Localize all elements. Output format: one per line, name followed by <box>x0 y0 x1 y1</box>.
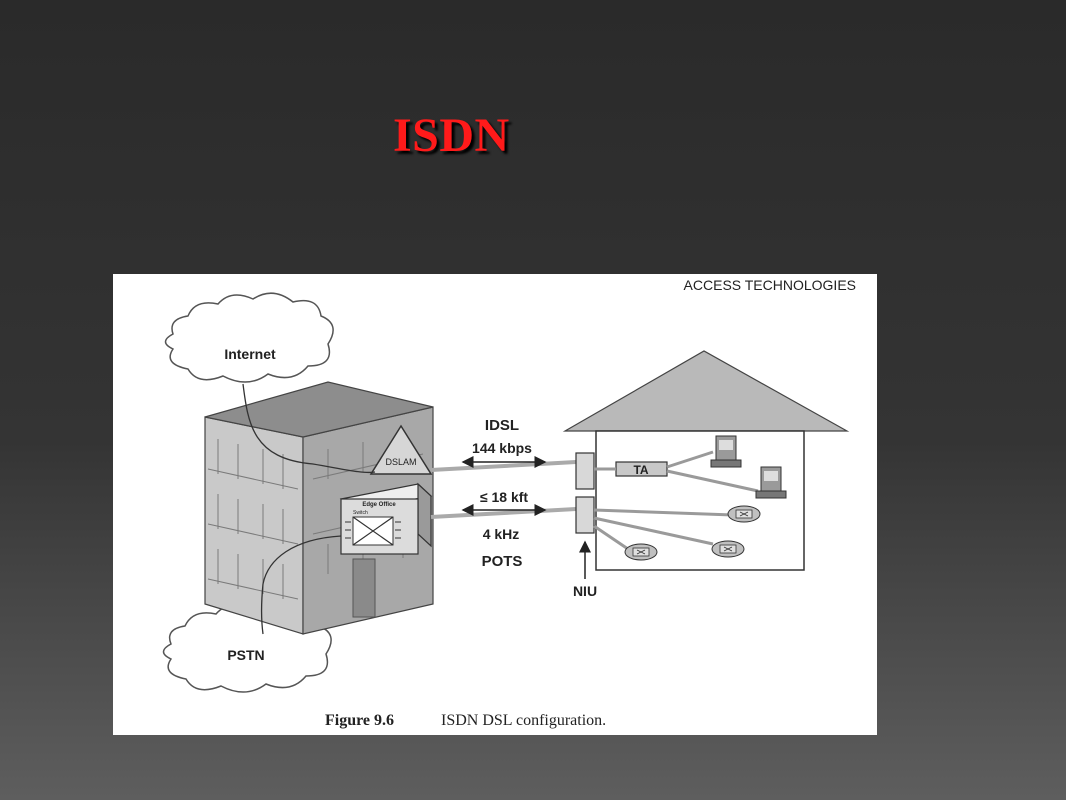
rate-label: 144 kbps <box>472 440 532 456</box>
internet-wire <box>242 383 376 474</box>
slide-title: ISDN <box>393 109 510 162</box>
niu-box-voice <box>575 496 595 534</box>
pots-label: POTS <box>482 553 523 570</box>
dslam-label: DSLAM <box>385 457 416 467</box>
pstn-wire <box>260 535 342 635</box>
edge-office-switch: Edge Office Switch <box>339 482 433 555</box>
computer-icon <box>755 466 787 499</box>
idsl-cable <box>430 460 577 472</box>
niu-label: NIU <box>573 583 597 599</box>
figure-header: ACCESS TECHNOLOGIES <box>684 277 856 293</box>
telephone-icon <box>624 543 658 561</box>
telephone-icon <box>727 505 761 523</box>
isdn-dsl-diagram: ACCESS TECHNOLOGIES Internet PSTN <box>162 277 856 729</box>
niu-box-data <box>575 452 595 490</box>
internet-label: Internet <box>224 346 276 362</box>
telephone-icon <box>711 540 745 558</box>
band-label: 4 kHz <box>483 526 520 542</box>
customer-house <box>562 350 850 571</box>
dslam-device: DSLAM <box>369 424 433 475</box>
caption-number: Figure 9.6 <box>325 712 394 729</box>
idsl-label: IDSL <box>485 417 519 434</box>
caption-text: ISDN DSL configuration. <box>441 712 606 729</box>
figure-panel: ACCESS TECHNOLOGIES Internet PSTN <box>113 274 877 735</box>
switch-sub-label: Switch <box>353 510 368 516</box>
switch-title-label: Edge Office <box>362 502 396 508</box>
distance-label: ≤ 18 kft <box>480 489 528 505</box>
ta-label: TA <box>633 463 648 477</box>
pstn-label: PSTN <box>227 647 264 663</box>
computer-icon <box>710 435 742 468</box>
internet-cloud: Internet <box>164 292 334 383</box>
house-wiring <box>593 450 759 551</box>
